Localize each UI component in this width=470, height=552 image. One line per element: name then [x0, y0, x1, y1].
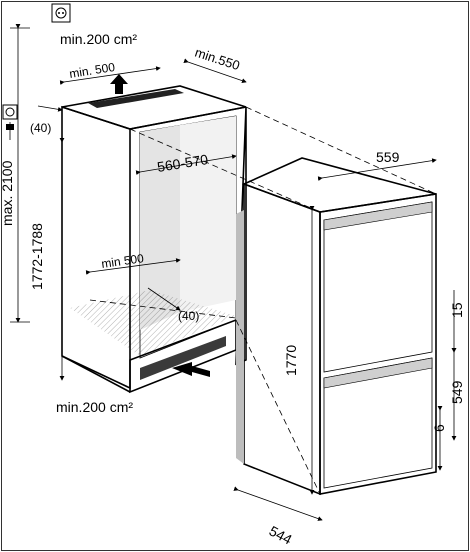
niche-inner-width-label: 560-570	[156, 151, 209, 175]
dimension-lines	[10, 24, 457, 521]
bottom-gap-label: 6	[431, 424, 447, 432]
socket-icon	[51, 3, 71, 23]
airflow-arrow-up-icon	[110, 74, 128, 94]
niche-back-wall	[140, 125, 180, 330]
plug-icon	[2, 104, 18, 140]
appliance-depth-label: 544	[267, 523, 295, 548]
niche-depth-label: min.550	[193, 45, 242, 74]
appliance-width-label: 559	[376, 149, 400, 165]
appliance-body	[236, 157, 437, 496]
upper-gap-label: 15	[449, 302, 465, 318]
bottom-opening-width-label: min 500	[100, 251, 145, 271]
lower-door-height-label: 549	[449, 380, 465, 404]
top-vent-slot	[88, 89, 184, 108]
ventilation-top-label: min.200 cm²	[60, 31, 137, 47]
ventilation-bottom-label: min.200 cm²	[56, 399, 133, 415]
appliance-height-label: 1770	[283, 345, 299, 376]
bottom-vent-slot	[140, 336, 226, 380]
clearance-bottom-label: (40)	[178, 309, 199, 323]
airflow-arrow-in-icon	[172, 362, 210, 377]
clearance-top-label: (40)	[30, 121, 51, 135]
max-height-label: max. 2100	[0, 160, 15, 226]
niche-height-label: 1772-1788	[29, 223, 45, 290]
cabinet-niche	[61, 85, 247, 394]
